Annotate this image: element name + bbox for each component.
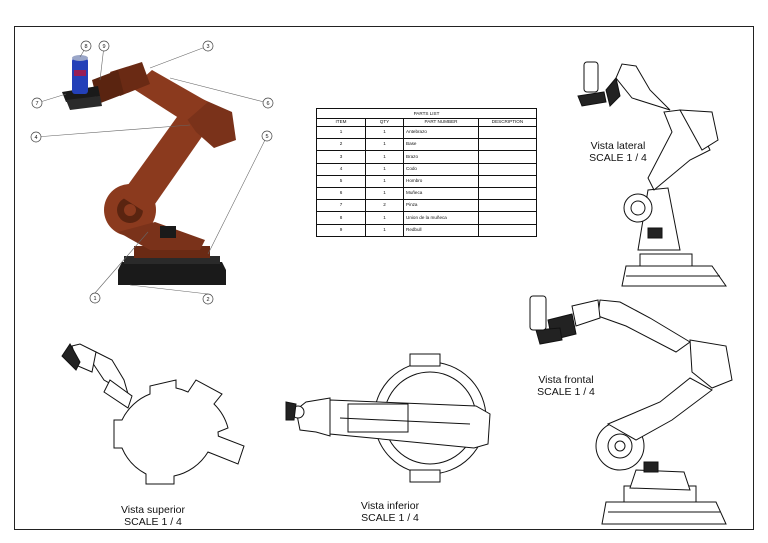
view-label-frontal: Vista frontal SCALE 1 / 4: [526, 374, 606, 398]
lateral-view-scale: SCALE 1 / 4: [589, 152, 647, 164]
view-label-lateral: Vista lateral SCALE 1 / 4: [578, 140, 658, 164]
frontal-view-scale: SCALE 1 / 4: [537, 386, 595, 398]
svg-text:6: 6: [266, 101, 269, 107]
balloon-5: 5: [261, 130, 273, 142]
balloon-3: 3: [202, 40, 214, 52]
svg-text:1: 1: [93, 296, 96, 302]
balloon-1: 1: [89, 292, 101, 304]
balloon-7: 7: [31, 97, 43, 109]
drawing-sheet-border: [14, 26, 754, 530]
superior-view-scale: SCALE 1 / 4: [124, 516, 182, 528]
view-label-inferior: Vista inferior SCALE 1 / 4: [345, 500, 435, 524]
inferior-view-name: Vista inferior: [360, 500, 420, 512]
cell-description: [478, 223, 537, 237]
balloon-leaders: [35, 45, 269, 295]
superior-view-name: Vista superior: [120, 504, 185, 516]
redbull-can: [72, 55, 88, 94]
balloon-9: 9: [98, 40, 110, 52]
inferior-view-scale: SCALE 1 / 4: [361, 512, 419, 524]
svg-text:8: 8: [84, 44, 87, 50]
svg-text:2: 2: [206, 297, 209, 303]
frontal-view-name: Vista frontal: [538, 374, 594, 386]
svg-text:5: 5: [265, 134, 268, 140]
parts-list-title: PARTS LIST: [316, 108, 537, 118]
svg-text:3: 3: [206, 44, 209, 50]
view-label-superior: Vista superior SCALE 1 / 4: [108, 504, 198, 528]
balloon-8: 8: [80, 40, 92, 52]
balloon-4: 4: [30, 131, 42, 143]
balloon-2: 2: [202, 293, 214, 305]
balloons: 1 2 3 4 5 6 7 8 9: [30, 40, 274, 305]
svg-text:9: 9: [102, 44, 105, 50]
svg-text:7: 7: [35, 101, 38, 107]
robot-arm: [62, 62, 236, 250]
balloon-6: 6: [262, 97, 274, 109]
parts-list-table: PARTS LIST ITEM QTY PART NUMBER DESCRIPT…: [316, 108, 537, 237]
svg-text:4: 4: [34, 135, 37, 141]
lateral-view-name: Vista lateral: [590, 140, 646, 152]
